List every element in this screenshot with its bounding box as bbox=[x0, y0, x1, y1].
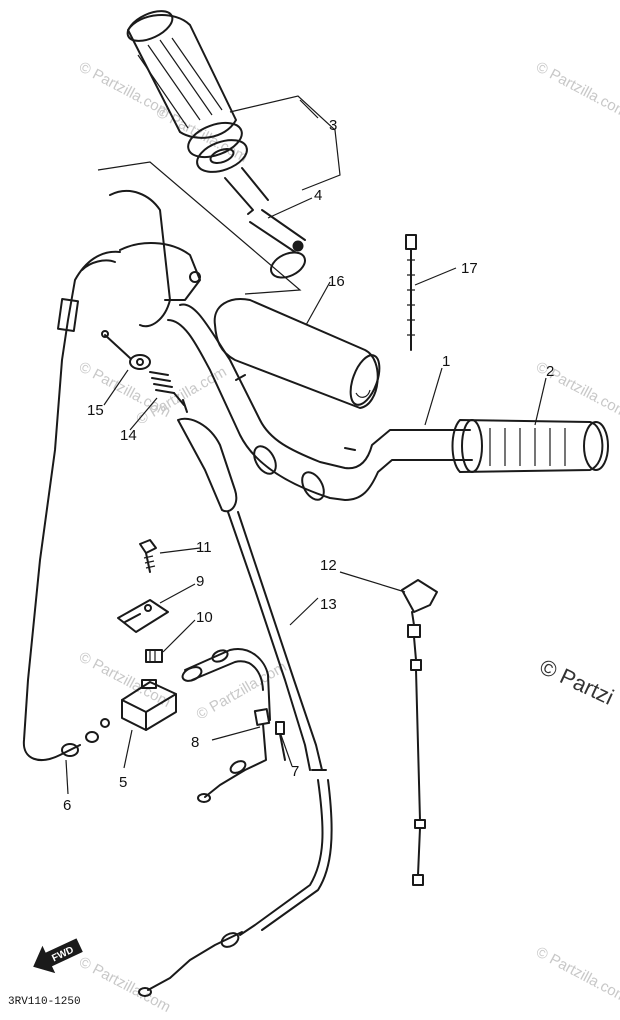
left-switch-housing bbox=[109, 190, 201, 328]
callout-5: 5 bbox=[119, 774, 127, 791]
callout-7: 7 bbox=[291, 763, 299, 780]
watermark: © Partzilla.com bbox=[533, 59, 620, 121]
spring bbox=[149, 371, 185, 406]
cable-adjuster bbox=[401, 579, 438, 886]
forward-arrow: FWD bbox=[33, 938, 83, 974]
switch-bracket bbox=[117, 599, 169, 633]
watermark-large: © Partzi bbox=[536, 654, 618, 710]
callout-12: 12 bbox=[320, 557, 337, 574]
clip bbox=[145, 649, 163, 663]
callout-10: 10 bbox=[196, 609, 213, 626]
cable-tie bbox=[405, 234, 417, 351]
bolt bbox=[139, 539, 157, 573]
right-grip bbox=[451, 419, 609, 473]
handlebar-pad bbox=[213, 298, 381, 409]
adjuster-screw bbox=[101, 330, 151, 370]
switch-leads bbox=[181, 648, 286, 803]
callout-9: 9 bbox=[196, 573, 204, 590]
callout-1: 1 bbox=[442, 353, 450, 370]
callout-8: 8 bbox=[191, 734, 199, 751]
callout-14: 14 bbox=[120, 427, 137, 444]
callout-17: 17 bbox=[461, 260, 478, 277]
callout-4: 4 bbox=[314, 187, 322, 204]
callouts: 1 2 3 4 5 6 7 8 9 10 11 12 13 14 15 16 1… bbox=[63, 117, 554, 814]
left-grip bbox=[126, 10, 248, 173]
watermarks: © Partzilla.com © Partzilla.com © Partzi… bbox=[76, 59, 620, 1016]
throttle-tube bbox=[224, 167, 306, 279]
watermark: © Partzilla.com bbox=[533, 944, 620, 1006]
kill-switch bbox=[121, 679, 177, 731]
callout-11: 11 bbox=[196, 539, 212, 556]
group-bracket bbox=[97, 95, 341, 295]
fwd-label: FWD bbox=[50, 945, 75, 965]
left-cable bbox=[22, 250, 121, 761]
callout-6: 6 bbox=[63, 797, 71, 814]
callout-13: 13 bbox=[320, 596, 337, 613]
handlebar bbox=[167, 303, 473, 501]
diagram-code: 3RV110-1250 bbox=[8, 996, 81, 1008]
callout-15: 15 bbox=[87, 402, 104, 419]
watermark: © Partzilla.com bbox=[194, 658, 290, 723]
callout-16: 16 bbox=[328, 273, 345, 290]
callout-2: 2 bbox=[546, 363, 554, 380]
leader-lines bbox=[65, 99, 547, 795]
throttle-cable bbox=[138, 399, 333, 997]
callout-3: 3 bbox=[329, 117, 337, 134]
